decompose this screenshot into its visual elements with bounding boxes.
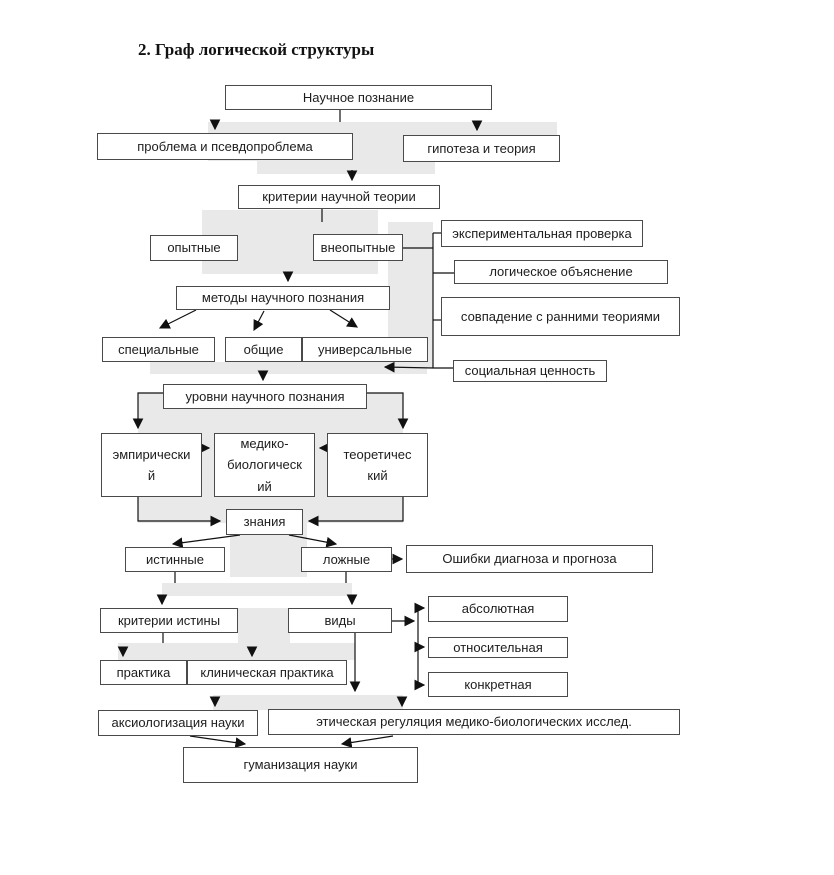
node-non-experimental: внеопытные [313, 234, 403, 261]
node-ethical-regulation: этическая регуляция медико-биологических… [268, 709, 680, 735]
node-hypothesis-theory: гипотеза и теория [403, 135, 560, 162]
page-title: 2. Граф логической структуры [138, 40, 375, 59]
node-kinds: виды [288, 608, 392, 633]
node-axiologization: аксиологизация науки [98, 710, 258, 736]
node-concrete: конкретная [428, 672, 568, 697]
node-levels: уровни научного познания [163, 384, 367, 409]
node-absolute: абсолютная [428, 596, 568, 622]
node-methods: методы научного познания [176, 286, 390, 310]
node-universal: универсальные [302, 337, 428, 362]
node-clinical-practice: клиническая практика [187, 660, 347, 685]
node-truth-criteria: критерии истины [100, 608, 238, 633]
node-scientific-cognition: Научное познание [225, 85, 492, 110]
node-empirical: эмпирически й [101, 433, 202, 497]
node-experimental: опытные [150, 235, 238, 261]
node-general: общие [225, 337, 302, 362]
node-medico-biological: медико- биологическ ий [214, 433, 315, 497]
node-humanization: гуманизация науки [183, 747, 418, 783]
node-diagnosis-errors: Ошибки диагноза и прогноза [406, 545, 653, 573]
node-logical-explanation: логическое объяснение [454, 260, 668, 284]
node-experimental-check: экспериментальная проверка [441, 220, 643, 247]
node-knowledge: знания [226, 509, 303, 535]
node-true: истинные [125, 547, 225, 572]
node-relative: относительная [428, 637, 568, 658]
node-special: специальные [102, 337, 215, 362]
node-false: ложные [301, 547, 392, 572]
node-problem-pseudoproblem: проблема и псевдопроблема [97, 133, 353, 160]
node-practice: практика [100, 660, 187, 685]
node-coincidence-theories: совпадение с ранними теориями [441, 297, 680, 336]
arrows [117, 110, 483, 748]
node-social-value: социальная ценность [453, 360, 607, 382]
node-theoretical: теоретичес кий [327, 433, 428, 497]
node-theory-criteria: критерии научной теории [238, 185, 440, 209]
